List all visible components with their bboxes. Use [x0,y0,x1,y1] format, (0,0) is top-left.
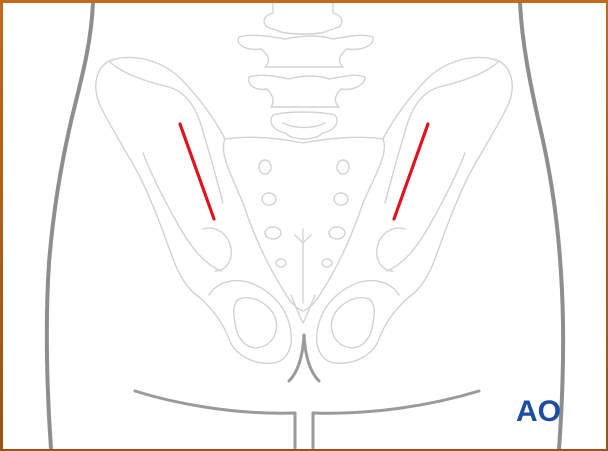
pelvis-illustration: AO [3,3,606,449]
sacrum [223,137,384,323]
gluteal-fold-left [135,391,295,413]
natal-cleft [289,335,319,381]
body-outline-right [520,3,563,449]
lumbar-spine [238,3,373,139]
gluteal-fold-right [313,391,479,413]
body-outline-left [47,3,93,449]
incision-left [180,124,214,219]
ao-logo: AO [516,395,561,428]
ao-logo-text: AO [516,395,561,428]
left-ilium [96,58,291,364]
incision-right [394,124,428,219]
right-ilium [317,58,512,364]
illustration-canvas: AO [3,3,606,449]
